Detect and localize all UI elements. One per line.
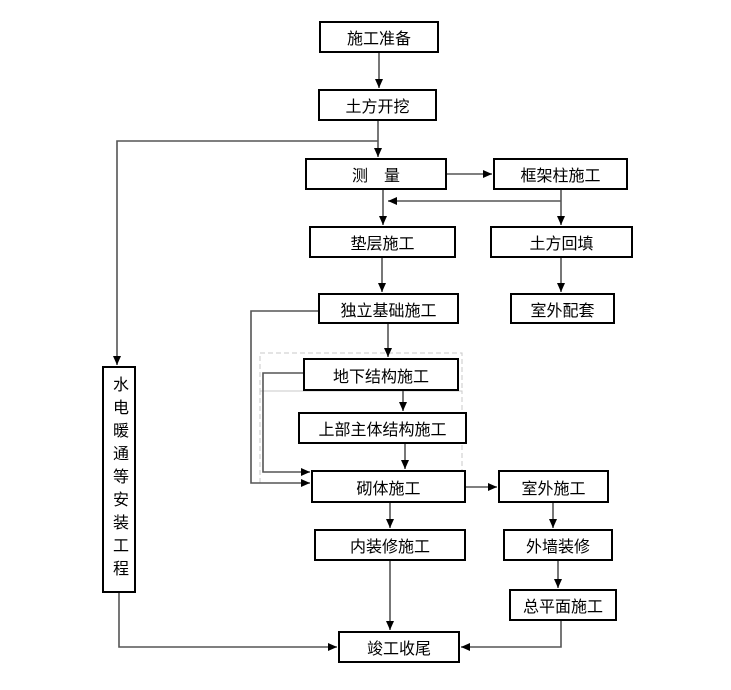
node-masonry-label: 砌体施工 — [356, 478, 421, 498]
edge-underground-masonry — [262, 372, 310, 476]
node-backfill: 土方回填 — [490, 226, 633, 258]
node-cushion-label: 垫层施工 — [350, 234, 415, 253]
node-exterior-wall-decoration: 外墙装修 — [503, 529, 613, 561]
node-masonry: 砌体施工 — [311, 470, 466, 503]
node-underground-structure-label: 地下结构施工 — [332, 366, 429, 386]
node-site-plan-label: 总平面施工 — [522, 597, 603, 616]
node-outdoor-support-label: 室外配套 — [530, 300, 595, 320]
node-independent-foundation: 独立基础施工 — [318, 293, 459, 324]
node-outdoor-construction: 室外施工 — [498, 470, 609, 503]
node-upper-structure: 上部主体结构施工 — [298, 412, 467, 444]
node-mep-installation-label: 水电暖通等安装工程 — [110, 376, 129, 583]
node-prep: 施工准备 — [319, 21, 439, 53]
node-survey: 测 量 — [305, 158, 447, 190]
node-underground-structure: 地下结构施工 — [303, 358, 459, 391]
node-outdoor-construction-label: 室外施工 — [521, 478, 586, 498]
node-interior-decoration: 内装修施工 — [314, 529, 466, 561]
node-frame-column-label: 框架柱施工 — [520, 166, 601, 185]
node-outdoor-support: 室外配套 — [510, 293, 615, 324]
edge-mep-completion — [118, 593, 337, 651]
node-site-plan: 总平面施工 — [509, 589, 617, 621]
node-cushion: 垫层施工 — [309, 226, 456, 258]
node-excavation: 土方开挖 — [318, 89, 437, 121]
node-survey-label: 测 量 — [351, 166, 400, 185]
node-exterior-wall-decoration-label: 外墙装修 — [525, 537, 590, 556]
node-interior-decoration-label: 内装修施工 — [349, 537, 430, 556]
node-completion-label: 竣工收尾 — [366, 639, 431, 658]
node-backfill-label: 土方回填 — [529, 234, 594, 253]
node-mep-installation: 水电暖通等安装工程 — [102, 366, 136, 593]
node-prep-label: 施工准备 — [346, 29, 411, 48]
node-upper-structure-label: 上部主体结构施工 — [318, 420, 447, 439]
node-excavation-label: 土方开挖 — [345, 97, 410, 116]
edge-foundation-masonry — [250, 310, 318, 487]
node-completion: 竣工收尾 — [338, 631, 460, 663]
edge-excavation-mep — [113, 140, 378, 365]
node-independent-foundation-label: 独立基础施工 — [340, 300, 437, 320]
node-frame-column: 框架柱施工 — [493, 158, 628, 190]
edge-siteplan-completion — [461, 621, 562, 651]
